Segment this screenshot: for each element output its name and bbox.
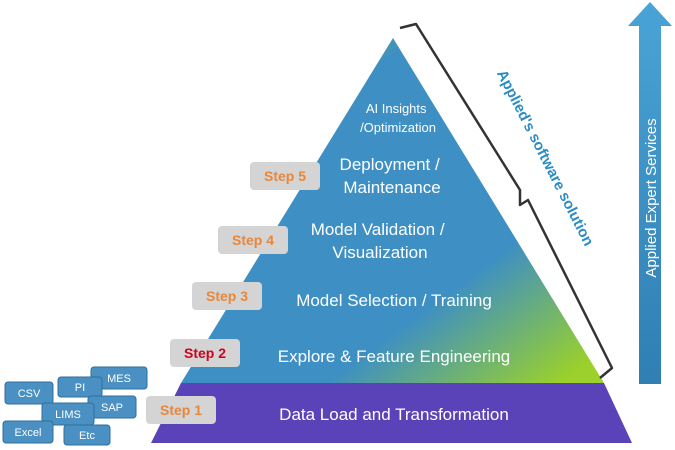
software-solution-label: Applied's software solution bbox=[493, 67, 597, 249]
step-3-badge: Step 3 bbox=[192, 282, 262, 310]
data-source-pi: PI bbox=[57, 376, 103, 398]
data-source-etc: Etc bbox=[63, 424, 111, 446]
svg-text:Step 1: Step 1 bbox=[160, 402, 202, 418]
layer-model-selection: Model Selection / Training bbox=[296, 291, 492, 310]
software-solution-bracket bbox=[399, 22, 614, 379]
svg-text:MES: MES bbox=[107, 373, 131, 385]
pyramid-body bbox=[181, 38, 604, 383]
step-2-badge: Step 2 bbox=[170, 339, 240, 367]
svg-text:Excel: Excel bbox=[15, 427, 42, 439]
data-source-sap: SAP bbox=[87, 395, 137, 419]
svg-text:Step 5: Step 5 bbox=[264, 168, 306, 184]
step-1-badge: Step 1 bbox=[146, 396, 216, 424]
step-5-badge: Step 5 bbox=[250, 162, 320, 190]
data-source-lims: LIMS bbox=[41, 402, 95, 426]
svg-text:Step 4: Step 4 bbox=[232, 232, 274, 248]
layer-deployment: Deployment / Maintenance bbox=[340, 155, 445, 197]
layer-explore-feature: Explore & Feature Engineering bbox=[278, 347, 510, 366]
svg-text:Step 3: Step 3 bbox=[206, 288, 248, 304]
svg-text:Step 2: Step 2 bbox=[184, 345, 226, 361]
data-source-excel: Excel bbox=[2, 420, 54, 444]
layer-ai-insights: AI Insights /Optimization bbox=[360, 101, 436, 135]
layer-model-validation: Model Validation / Visualization bbox=[311, 220, 450, 262]
expert-services-label: Applied Expert Services bbox=[643, 118, 660, 277]
layer-data-load: Data Load and Transformation bbox=[279, 405, 509, 424]
svg-text:LIMS: LIMS bbox=[55, 409, 81, 421]
svg-text:PI: PI bbox=[75, 382, 85, 394]
data-source-csv: CSV bbox=[4, 381, 54, 405]
svg-text:SAP: SAP bbox=[101, 402, 123, 414]
svg-text:CSV: CSV bbox=[18, 388, 41, 400]
svg-text:Etc: Etc bbox=[79, 430, 95, 442]
expert-services-arrow bbox=[628, 2, 672, 384]
step-4-badge: Step 4 bbox=[218, 226, 288, 254]
pyramid-base-layer bbox=[151, 383, 632, 443]
